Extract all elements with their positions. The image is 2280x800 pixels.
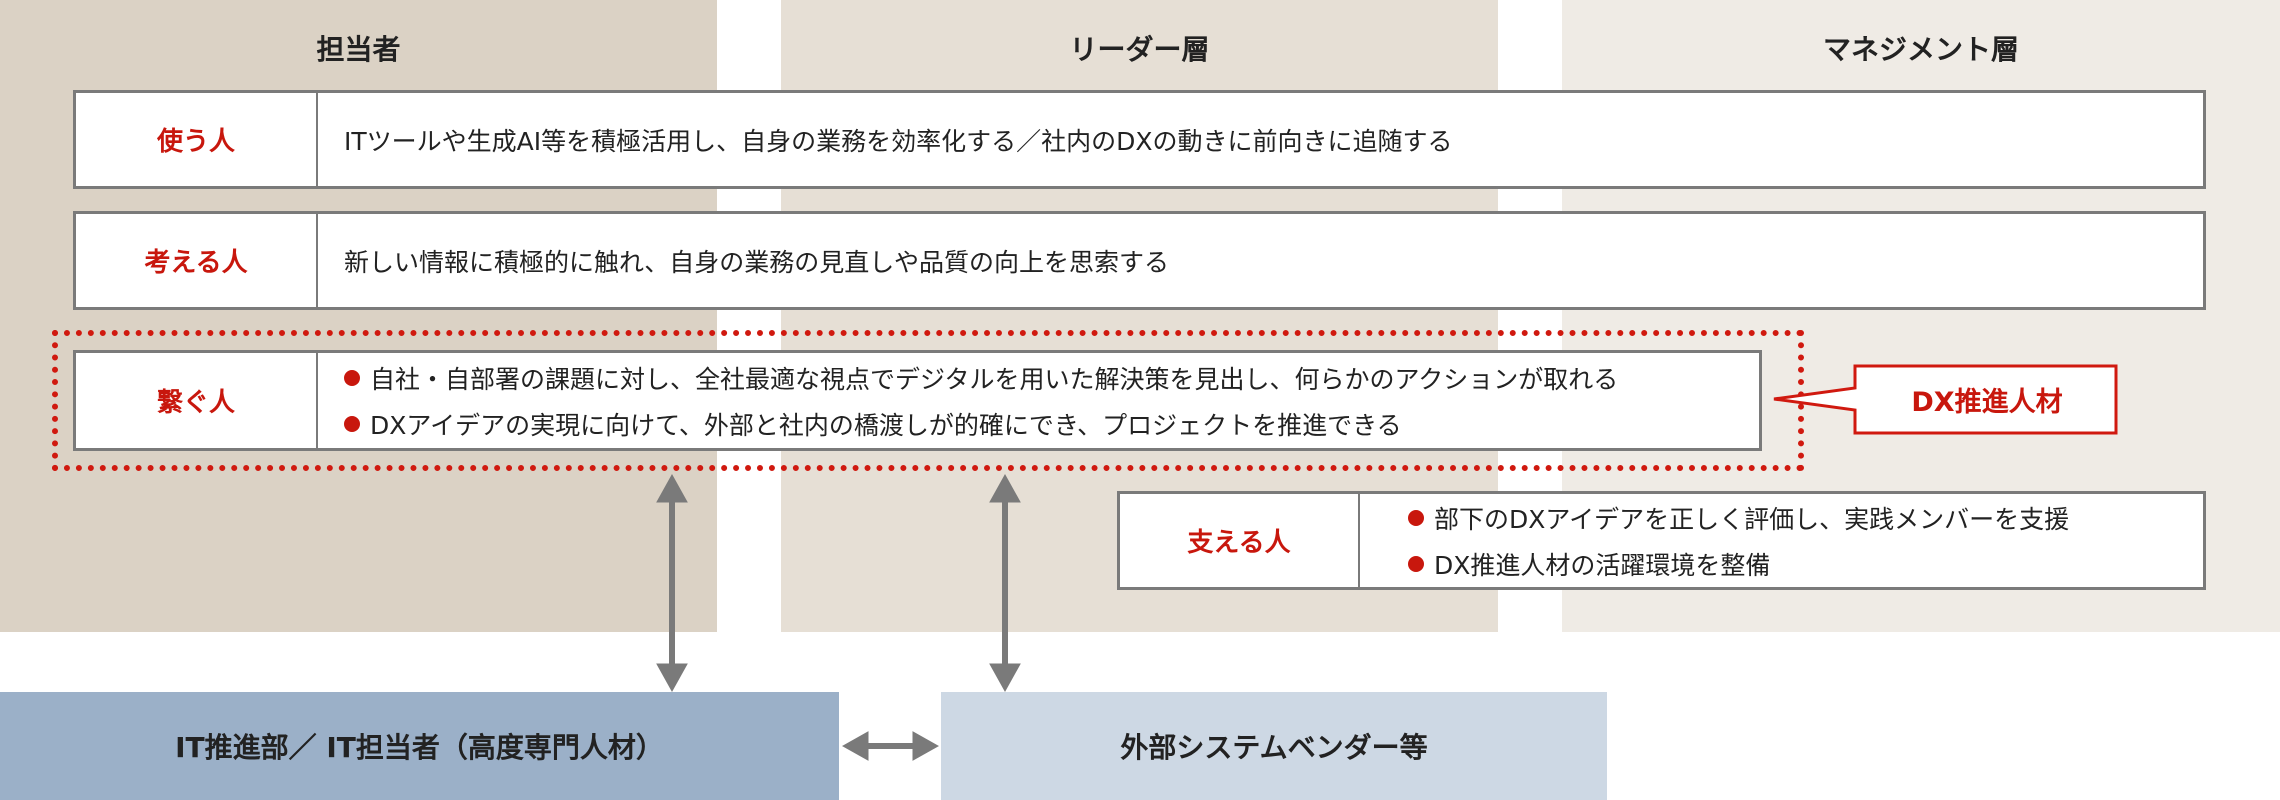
bullet-item: 自社・自部署の課題に対し、全社最適な視点でデジタルを用いた解決策を見出し、何らか… <box>344 360 1618 396</box>
column-header: マネジメント層 <box>1822 33 2019 66</box>
row-connect: 繋ぐ人 自社・自部署の課題に対し、全社最適な視点でデジタルを用いた解決策を見出し… <box>73 350 1762 451</box>
callout-shape <box>1773 364 2118 435</box>
horizontal-arrow-icon <box>841 731 940 761</box>
row-text: 新しい情報に積極的に触れ、自身の業務の見直しや品質の向上を思索する <box>344 247 1170 277</box>
callout-dx-talent: DX推進人材 <box>1911 387 2063 418</box>
row-label: 繋ぐ人 <box>76 353 318 448</box>
row-label: 考える人 <box>76 214 318 307</box>
row-support: 支える人 部下のDXアイデアを正しく評価し、実践メンバーを支援 DX推進人材の活… <box>1117 491 2206 590</box>
external-vendor-box: 外部システムベンダー等 <box>941 692 1607 800</box>
row-think: 考える人 新しい情報に積極的に触れ、自身の業務の見直しや品質の向上を思索する <box>73 211 2206 310</box>
column-header: 担当者 <box>316 33 401 66</box>
vertical-arrow-icon <box>656 473 688 693</box>
it-department-box: IT推進部／ IT担当者（高度専門人材） <box>0 692 839 800</box>
row-label: 支える人 <box>1120 494 1360 587</box>
bullet-dot-icon <box>1408 555 1424 572</box>
bullet-item: DX推進人材の活躍環境を整備 <box>1408 546 2069 582</box>
bullet-item: DXアイデアの実現に向けて、外部と社内の橋渡しが的確にでき、プロジェクトを推進で… <box>344 406 1618 442</box>
row-label: 使う人 <box>76 93 318 186</box>
bullet-item: 部下のDXアイデアを正しく評価し、実践メンバーを支援 <box>1408 500 2069 536</box>
row-use: 使う人 ITツールや生成AI等を積極活用し、自身の業務を効率化する／社内のDXの… <box>73 90 2206 189</box>
bullet-dot-icon <box>344 415 360 432</box>
bullet-dot-icon <box>1408 509 1424 526</box>
column-header: リーダー層 <box>1069 33 1210 66</box>
vertical-arrow-icon <box>989 473 1021 693</box>
row-text: ITツールや生成AI等を積極活用し、自身の業務を効率化する／社内のDXの動きに前… <box>344 126 1453 156</box>
bullet-dot-icon <box>344 369 360 386</box>
